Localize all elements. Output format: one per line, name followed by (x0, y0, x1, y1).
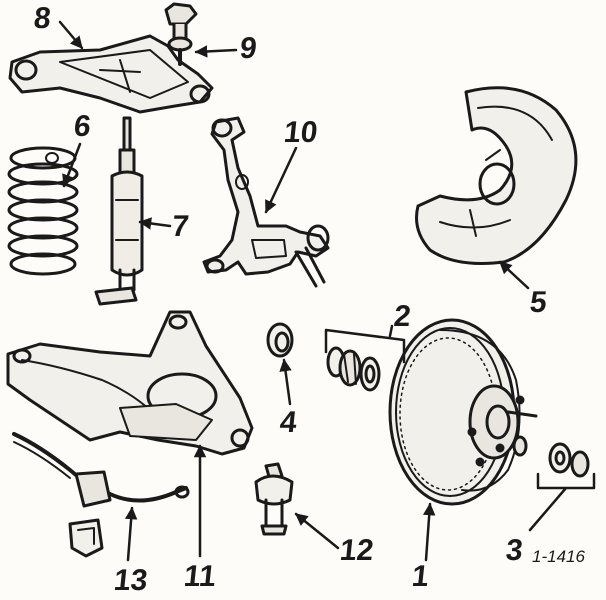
callout-6: 6 (72, 110, 93, 143)
callout-13: 13 (112, 564, 150, 597)
callout-1: 1 (410, 560, 431, 593)
coil-spring (7, 146, 79, 276)
splash-shield (415, 86, 578, 265)
shock-absorber (94, 116, 144, 306)
figure-reference-code: 1-1416 (532, 547, 585, 566)
callout-4: 4 (278, 406, 299, 439)
callout-2: 2 (392, 300, 413, 333)
callout-10: 10 (282, 116, 320, 149)
callout-9: 9 (238, 32, 259, 65)
steering-knuckle (202, 116, 330, 288)
upper-control-arm (8, 34, 214, 114)
lower-ball-joint (254, 462, 294, 536)
callout-5: 5 (528, 286, 549, 319)
callout-8: 8 (32, 2, 53, 35)
brake-rotor (388, 318, 538, 506)
leader-lines (58, 20, 596, 562)
grease-seal (266, 322, 294, 358)
stabilizer-bar (12, 432, 190, 558)
upper-ball-joint (164, 2, 198, 66)
lower-control-arm (6, 310, 254, 456)
callout-7: 7 (170, 210, 191, 243)
callout-11: 11 (182, 560, 218, 593)
outer-bearing-washer-nut (512, 435, 590, 478)
inner-bearing-race (326, 346, 381, 392)
callout-12: 12 (338, 534, 376, 567)
callout-3: 3 (504, 534, 525, 567)
